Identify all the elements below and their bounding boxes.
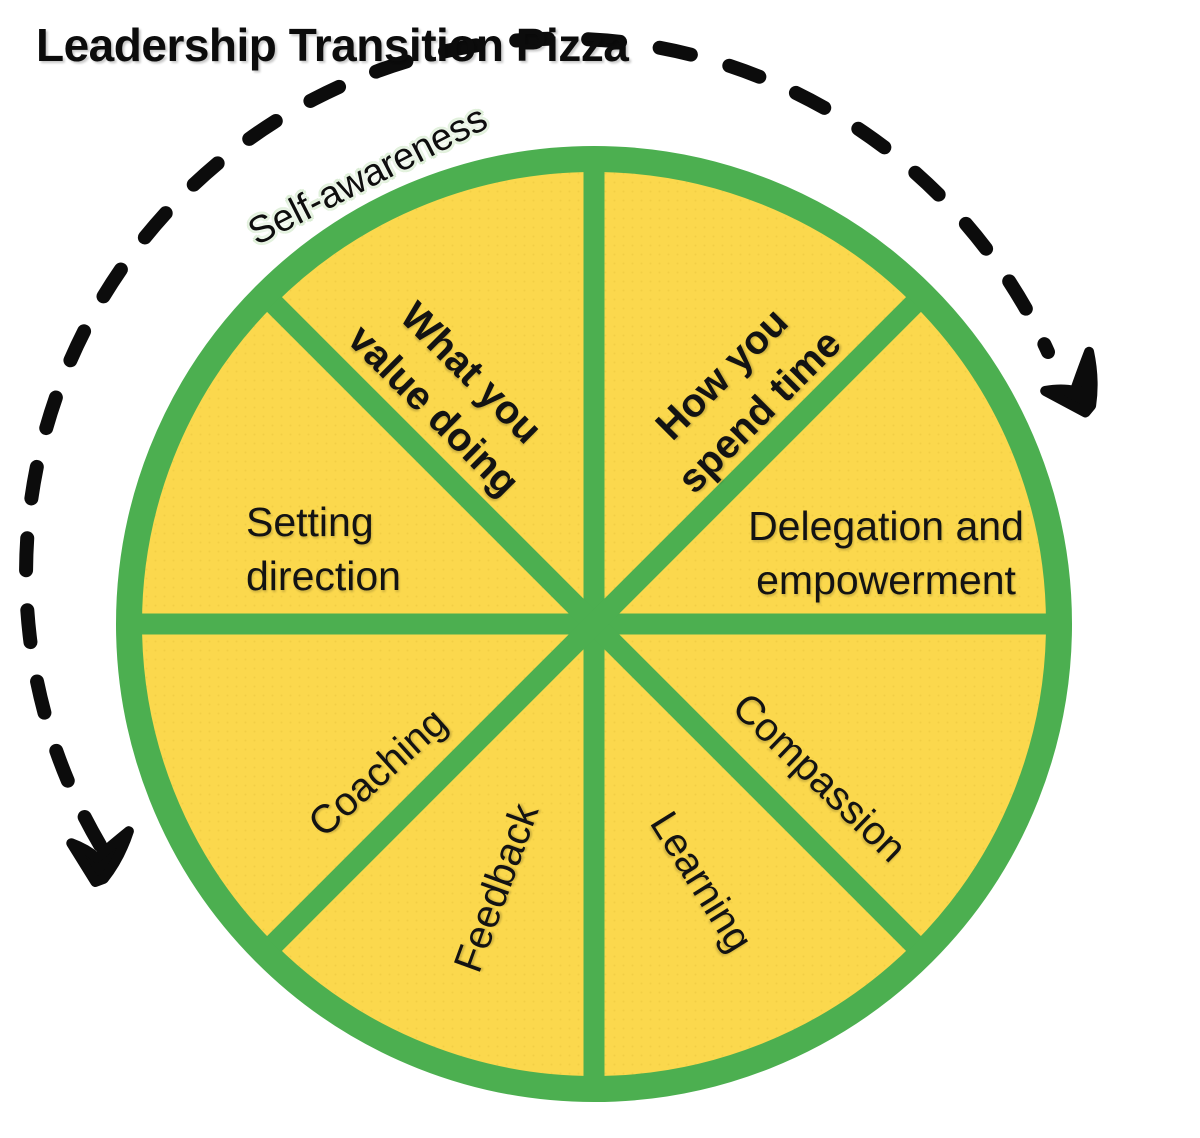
- slice-label-compassion: Compassion: [724, 684, 915, 871]
- slice-label-how-you-spend-time: How you spend time: [647, 299, 850, 502]
- arrowhead-right-icon: [1040, 346, 1098, 418]
- arrowhead-left-icon: [66, 826, 134, 887]
- slice-dividers: [141, 171, 1047, 1077]
- arc-label-self-awareness: Self-awareness: [241, 97, 494, 254]
- self-awareness-arc: [19, 31, 1055, 852]
- slice-label-setting-direction: Setting direction: [246, 498, 401, 599]
- slice-label-feedback: Feedback: [445, 797, 548, 978]
- slice-label-learning: Learning: [641, 804, 762, 960]
- page-title: Leadership Transition Pizza: [36, 19, 629, 71]
- slice-label-delegation-and-empowerment: Delegation and empowerment: [748, 502, 1024, 603]
- slice-label-what-you-value-doing: What you value doing: [339, 293, 551, 505]
- slice-label-coaching: Coaching: [300, 699, 456, 846]
- slice-divider-diagonal-sw-ne: [266, 296, 922, 952]
